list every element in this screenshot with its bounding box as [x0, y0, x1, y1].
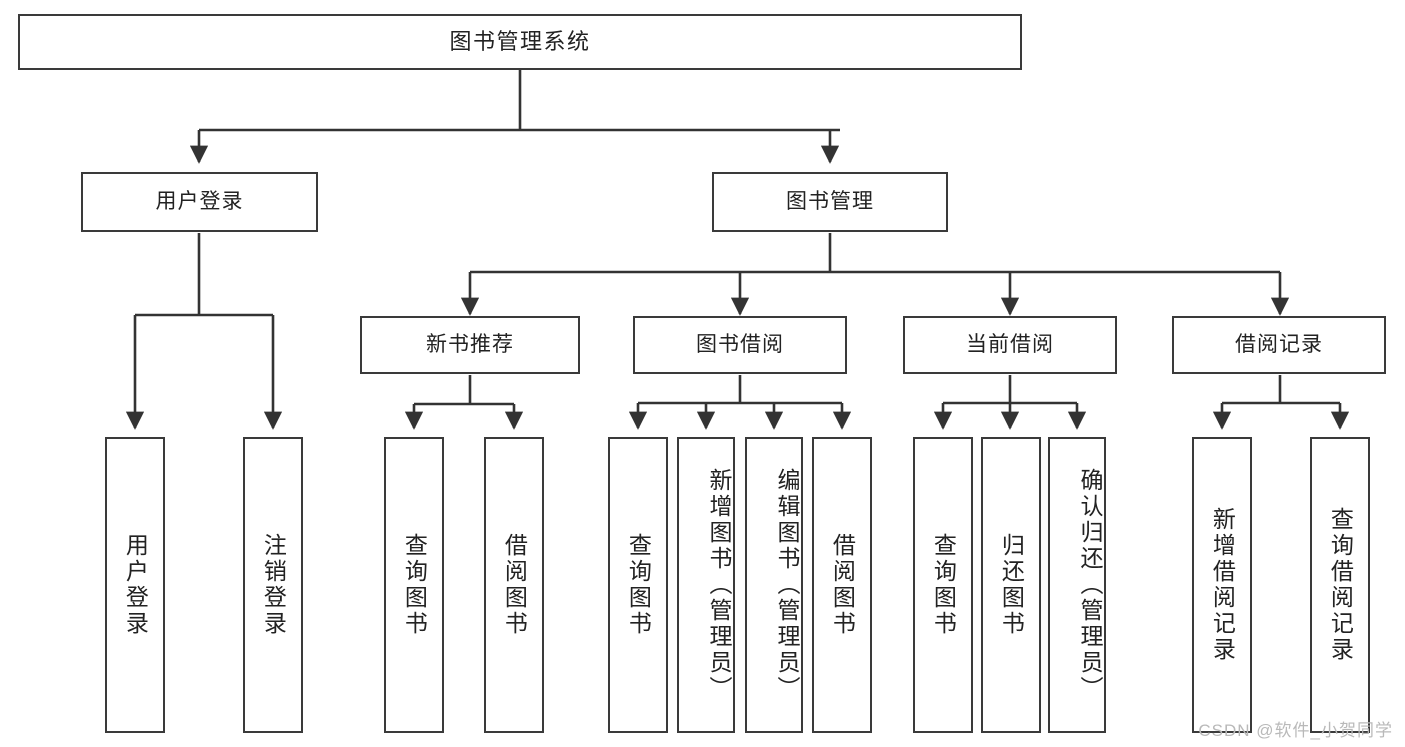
leaf-current-borrow-return[interactable]: 归还图书 — [981, 437, 1041, 733]
leaf-user-login-login[interactable]: 用户登录 — [105, 437, 165, 733]
node-label: 用户登录 — [155, 190, 244, 214]
node-label: 新增借阅记录 — [1209, 507, 1236, 663]
node-label: 查询图书 — [625, 533, 652, 637]
node-label: 归还图书 — [998, 533, 1025, 637]
node-label: 查询图书 — [930, 533, 957, 637]
node-borrow-record[interactable]: 借阅记录 — [1172, 316, 1386, 374]
leaf-borrow-record-add[interactable]: 新增借阅记录 — [1192, 437, 1252, 733]
node-label: 借阅记录 — [1235, 333, 1323, 357]
node-label: 当前借阅 — [966, 333, 1054, 357]
node-label: 新书推荐 — [426, 333, 514, 357]
leaf-current-borrow-confirm-return[interactable]: 确认归还（管理员） — [1048, 437, 1106, 733]
node-label: 确认归还（管理员） — [1077, 468, 1103, 702]
leaf-book-borrow-borrow[interactable]: 借阅图书 — [812, 437, 872, 733]
leaf-new-book-query[interactable]: 查询图书 — [384, 437, 444, 733]
node-label: 用户登录 — [122, 533, 149, 637]
watermark-text: CSDN @软件_小贺同学 — [1198, 721, 1393, 740]
leaf-user-login-logout[interactable]: 注销登录 — [243, 437, 303, 733]
node-label: 借阅图书 — [501, 533, 528, 637]
leaf-book-borrow-add[interactable]: 新增图书（管理员） — [677, 437, 735, 733]
node-label: 编辑图书（管理员） — [774, 468, 800, 702]
leaf-book-borrow-edit[interactable]: 编辑图书（管理员） — [745, 437, 803, 733]
node-label: 图书管理 — [786, 190, 874, 214]
node-label: 新增图书（管理员） — [706, 468, 732, 702]
leaf-new-book-borrow[interactable]: 借阅图书 — [484, 437, 544, 733]
leaf-borrow-record-query[interactable]: 查询借阅记录 — [1310, 437, 1370, 733]
leaf-book-borrow-query[interactable]: 查询图书 — [608, 437, 668, 733]
node-label: 查询借阅记录 — [1327, 507, 1354, 663]
node-label: 借阅图书 — [829, 533, 856, 637]
node-book-borrow[interactable]: 图书借阅 — [633, 316, 847, 374]
node-new-book-recommend[interactable]: 新书推荐 — [360, 316, 580, 374]
node-label: 图书管理系统 — [449, 28, 591, 54]
node-label: 注销登录 — [260, 533, 287, 637]
node-label: 查询图书 — [401, 533, 428, 637]
node-root-system[interactable]: 图书管理系统 — [18, 14, 1022, 70]
node-label: 图书借阅 — [696, 333, 784, 357]
node-current-borrow[interactable]: 当前借阅 — [903, 316, 1117, 374]
node-book-management[interactable]: 图书管理 — [712, 172, 948, 232]
leaf-current-borrow-query[interactable]: 查询图书 — [913, 437, 973, 733]
node-user-login[interactable]: 用户登录 — [81, 172, 318, 232]
